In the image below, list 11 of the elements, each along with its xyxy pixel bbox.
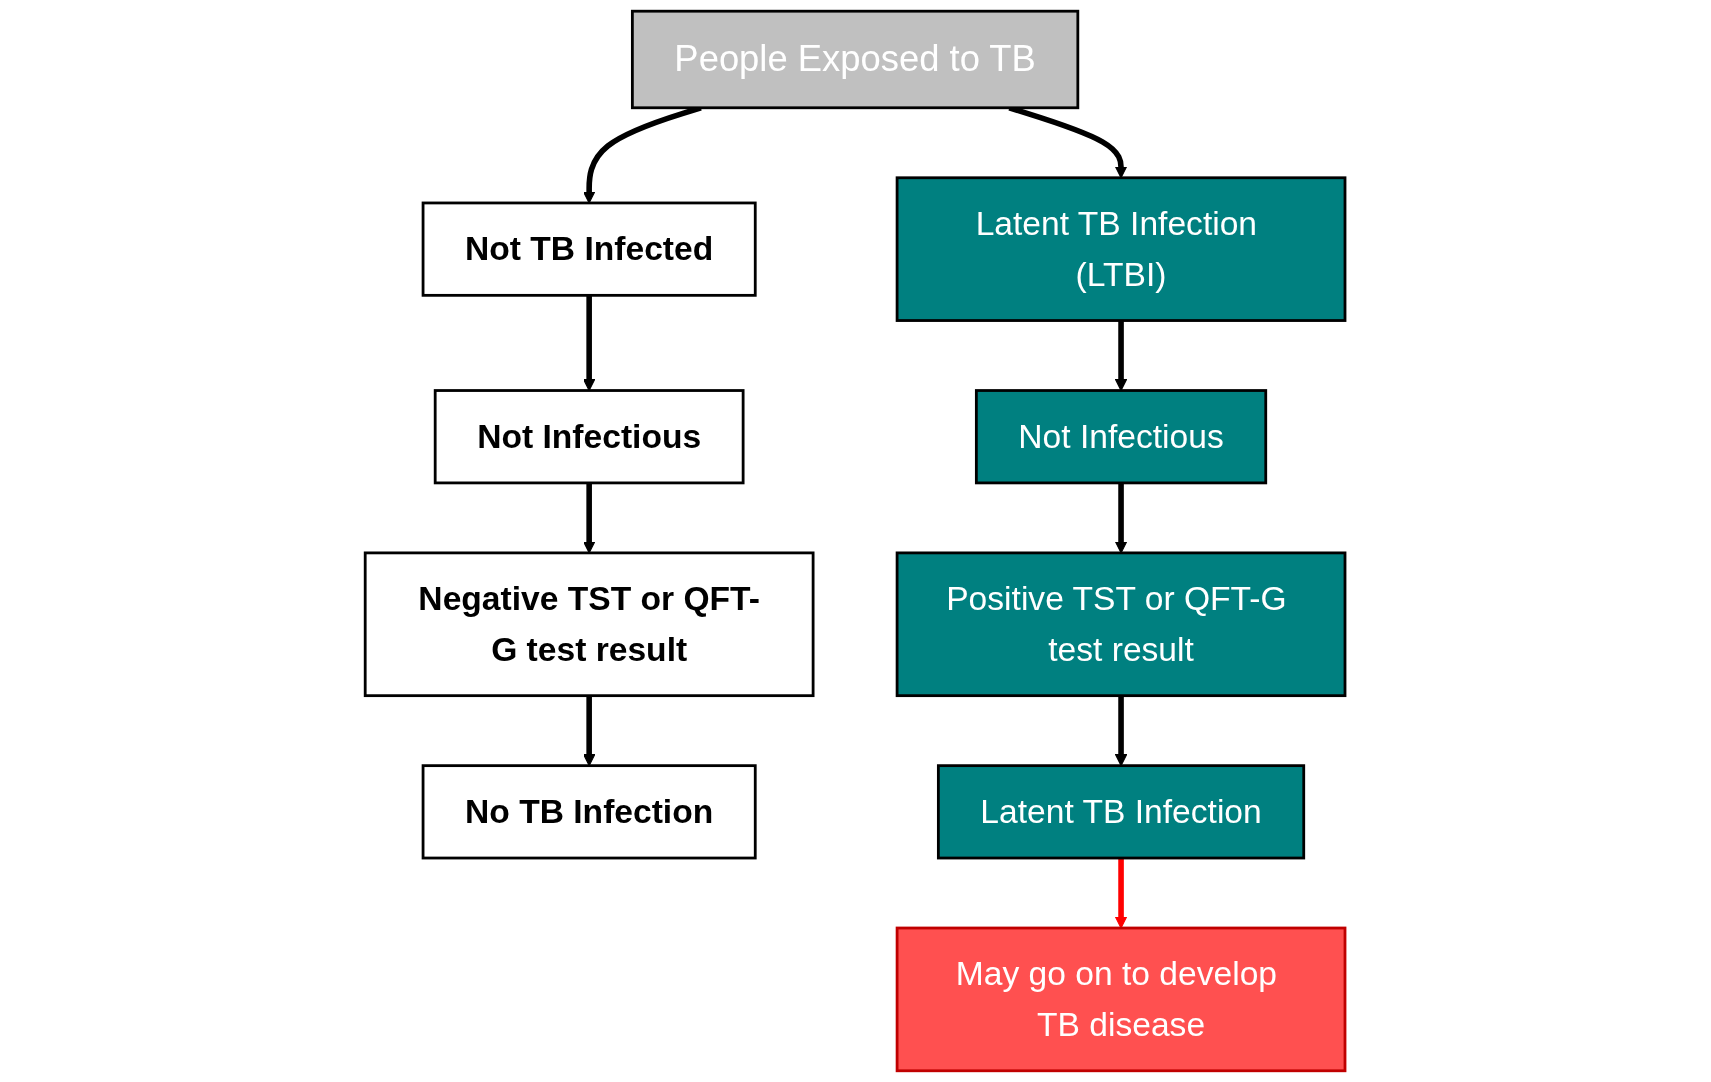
node-box: Latent TB Infection (LTBI) bbox=[896, 176, 1347, 322]
node-box: Negative TST or QFT-G test result bbox=[364, 551, 815, 698]
node-box: Not Infectious bbox=[975, 389, 1268, 485]
node-box: Not Infectious bbox=[434, 389, 745, 485]
node-box: No TB Infection bbox=[422, 764, 758, 860]
node-box: Not TB Infected bbox=[422, 201, 758, 297]
node-box: Positive TST or QFT-G test result bbox=[896, 551, 1347, 698]
node-box: People Exposed to TB bbox=[631, 9, 1080, 110]
node-box: Latent TB Infection bbox=[937, 764, 1306, 860]
node-box: May go on to develop TB disease bbox=[896, 926, 1347, 1073]
arrow bbox=[1115, 858, 1128, 929]
